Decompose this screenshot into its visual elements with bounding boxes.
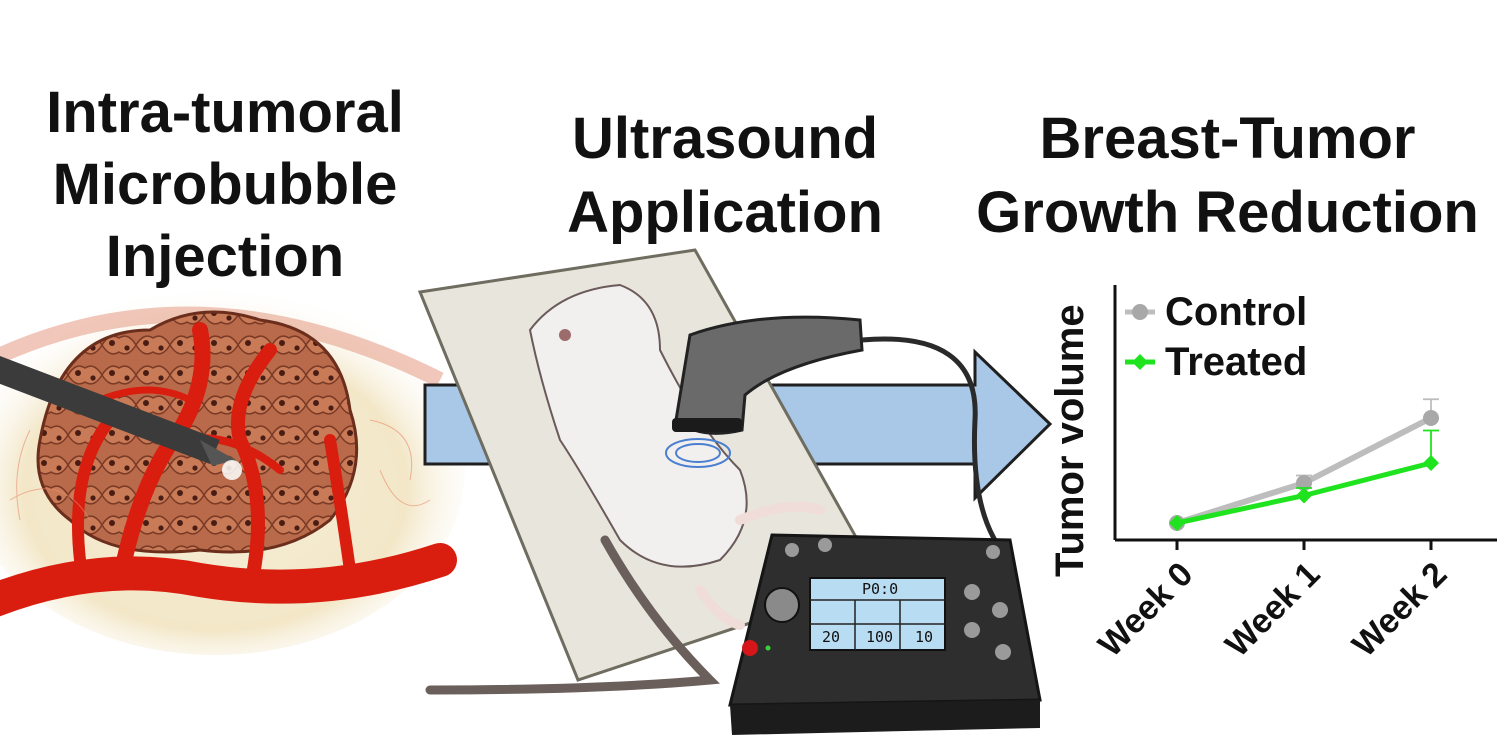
data-point-treated: [1169, 515, 1185, 531]
injection-title-line-1: Intra-tumoral: [46, 80, 404, 145]
injection-title: Intra-tumoral Microbubble Injection: [20, 84, 430, 300]
outcome-title: Breast-Tumor Growth Reduction: [955, 110, 1500, 258]
ultrasound-title-line-1: Ultrasound: [571, 106, 879, 171]
legend-control-marker: [1132, 304, 1148, 320]
outcome-title-line-2: Growth Reduction: [976, 180, 1479, 245]
tumor-volume-chart: [1113, 285, 1497, 550]
outcome-title-line-1: Breast-Tumor: [1039, 106, 1416, 171]
device-display-left: 20: [822, 628, 841, 646]
ultrasound-title-line-2: Application: [567, 180, 883, 245]
device-display-top: P0:0: [862, 580, 899, 598]
tumor-illustration: [0, 285, 465, 655]
injection-title-line-3: Injection: [105, 224, 345, 289]
ultrasound-title: Ultrasound Application: [540, 110, 910, 258]
device-display-right: 10: [915, 628, 934, 646]
legend-label-treated: Treated: [1165, 340, 1308, 384]
y-axis-label: Tumor volume: [1048, 304, 1092, 577]
device-display-mid: 100: [866, 628, 894, 646]
data-point-treated: [1423, 455, 1439, 471]
legend-treated-marker: [1132, 354, 1148, 370]
legend-label-control: Control: [1165, 290, 1308, 334]
mouse-ultrasound-illustration: [417, 248, 1042, 735]
injection-title-line-2: Microbubble: [52, 152, 398, 217]
data-point-treated: [1296, 487, 1312, 504]
data-point-control: [1296, 475, 1312, 491]
data-point-control: [1423, 410, 1439, 426]
